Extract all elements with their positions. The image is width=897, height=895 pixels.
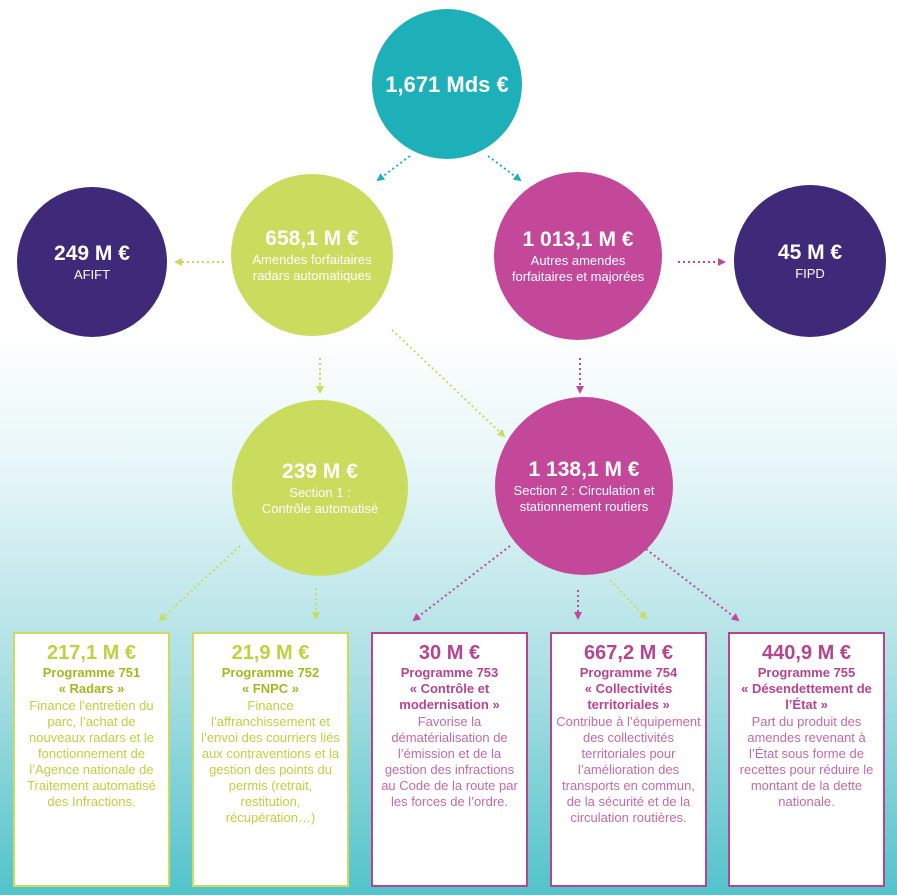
program-755-card: 440,9 M € Programme 755 « Désendettement… bbox=[728, 632, 885, 887]
section2-label-line2: stationnement routiers bbox=[519, 499, 649, 514]
program-753-card: 30 M € Programme 753 « Contrôle et moder… bbox=[371, 632, 528, 887]
program-753-amount: 30 M € bbox=[418, 642, 481, 664]
program-755-amount: 440,9 M € bbox=[762, 642, 851, 664]
arrow-top-to-radars bbox=[376, 155, 411, 182]
program-751-description: Finance l’entretien du parc, l’achat de … bbox=[27, 698, 156, 809]
program-754-description: Contribue à l’équipement des collectivit… bbox=[556, 714, 701, 825]
section2-circle: 1 138,1 M € Section 2 : Circulation et s… bbox=[495, 397, 673, 575]
section1-label-line2: Contrôle automatisé bbox=[261, 501, 379, 516]
radars-amount: 658,1 M € bbox=[265, 227, 359, 250]
fipd-circle: 45 M € FIPD bbox=[734, 185, 886, 337]
program-755-number: Programme 755 bbox=[757, 665, 856, 680]
arrow-section1-to-p751 bbox=[158, 545, 241, 622]
program-754-number: Programme 754 bbox=[579, 665, 678, 680]
afift-amount: 249 M € bbox=[54, 242, 130, 265]
total-circle: 1,671 Mds € bbox=[372, 9, 522, 159]
total-amount: 1,671 Mds € bbox=[385, 71, 509, 97]
program-752-name: « FNPC » bbox=[241, 681, 300, 696]
section1-amount: 239 M € bbox=[282, 460, 358, 483]
program-752-card: 21,9 M € Programme 752 « FNPC » Finance … bbox=[192, 632, 349, 887]
radars-circle: 658,1 M € Amendes forfaitaires radars au… bbox=[231, 174, 393, 336]
section1-circle: 239 M € Section 1 : Contrôle automatisé bbox=[232, 400, 408, 576]
program-753-description: Favorise la dématérialisation de l’émiss… bbox=[381, 714, 518, 809]
program-752-number: Programme 752 bbox=[221, 665, 320, 680]
autres-circle: 1 013,1 M € Autres amendes forfaitaires … bbox=[494, 172, 662, 340]
program-753-number: Programme 753 bbox=[400, 665, 499, 680]
program-751-amount: 217,1 M € bbox=[47, 642, 136, 664]
section1-label-line1: Section 1 : bbox=[289, 485, 351, 500]
arrow-section2-to-p754-lime bbox=[609, 579, 648, 620]
program-751-number: Programme 751 bbox=[42, 665, 141, 680]
section2-label-line1: Section 2 : Circulation et bbox=[513, 483, 655, 498]
autres-amount: 1 013,1 M € bbox=[522, 228, 634, 251]
fipd-label: FIPD bbox=[795, 266, 825, 281]
program-751-card: 217,1 M € Programme 751 « Radars » Finan… bbox=[13, 632, 170, 887]
program-754-card: 667,2 M € Programme 754 « Collectivités … bbox=[550, 632, 707, 887]
arrow-section2-to-p755 bbox=[641, 545, 740, 622]
arrow-section2-to-p753 bbox=[412, 545, 511, 622]
program-753-name: « Contrôle et modernisation » bbox=[399, 681, 500, 712]
program-752-description: Finance l’affranchissement et l’envoi de… bbox=[201, 698, 340, 825]
section2-amount: 1 138,1 M € bbox=[528, 458, 640, 481]
fipd-amount: 45 M € bbox=[777, 241, 843, 264]
afift-circle: 249 M € AFIFT bbox=[17, 187, 167, 337]
program-751-name: « Radars » bbox=[58, 681, 125, 696]
arrow-radars-to-section2 bbox=[391, 329, 506, 438]
program-754-amount: 667,2 M € bbox=[584, 642, 673, 664]
autres-label: Autres amendes forfaitaires et majorées bbox=[511, 253, 645, 284]
program-755-name: « Désendettement de l’État » bbox=[741, 681, 872, 712]
program-752-amount: 21,9 M € bbox=[231, 642, 310, 664]
program-754-name: « Collectivités territoriales » bbox=[584, 681, 673, 712]
radars-label: Amendes forfaitaires radars automatiques bbox=[252, 252, 372, 283]
afift-label: AFIFT bbox=[73, 267, 111, 282]
arrow-top-to-autres bbox=[487, 155, 522, 182]
program-755-description: Part du produit des amendes revenant à l… bbox=[739, 714, 874, 809]
